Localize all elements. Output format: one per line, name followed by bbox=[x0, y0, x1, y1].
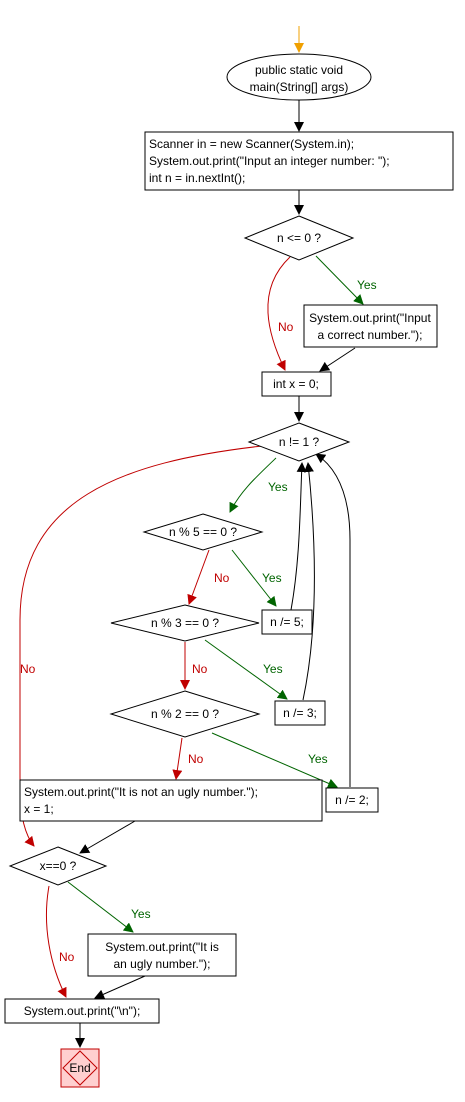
set-x-process: int x = 0; bbox=[261, 371, 332, 397]
init-process: Scanner in = new Scanner(System.in); Sys… bbox=[144, 131, 454, 191]
edge-checkx-no bbox=[45, 885, 67, 998]
not-ugly-line-1: System.out.print("It is not an ugly numb… bbox=[24, 785, 258, 799]
label-no-mod2: No bbox=[188, 752, 204, 766]
edge-checkn-yes bbox=[315, 255, 364, 305]
label-yes-checkx: Yes bbox=[131, 907, 151, 921]
check-x-decision: x==0 ? bbox=[8, 846, 108, 886]
label-yes-mod5: Yes bbox=[262, 571, 282, 585]
label-yes-mod3: Yes bbox=[263, 662, 283, 676]
edge-checkx-yes bbox=[67, 881, 134, 933]
edge-mod5-yes bbox=[231, 549, 277, 607]
print-ugly-line-1: System.out.print("It is bbox=[105, 940, 219, 954]
label-no-loop: No bbox=[20, 662, 36, 676]
edge-mod3-yes bbox=[204, 639, 288, 700]
not-ugly-line-2: x = 1; bbox=[24, 802, 54, 816]
mod2-text: n % 2 == 0 ? bbox=[151, 707, 219, 721]
edge-mod5-no bbox=[187, 549, 210, 605]
label-yes-loop: Yes bbox=[268, 480, 288, 494]
label-yes-checkn: Yes bbox=[357, 278, 377, 292]
edge-mod2-no bbox=[172, 737, 183, 780]
newline-text: System.out.print("\n"); bbox=[24, 1004, 141, 1018]
loop-decision: n != 1 ? bbox=[247, 422, 351, 462]
print-correct-line-1: System.out.print("Input bbox=[309, 311, 431, 325]
init-line-3: int n = in.nextInt(); bbox=[149, 171, 245, 185]
set-x-text: int x = 0; bbox=[273, 377, 319, 391]
edge-div5-loop bbox=[290, 462, 307, 611]
init-line-2: System.out.print("Input an integer numbe… bbox=[149, 154, 390, 168]
start-node: public static void main(String[] args) bbox=[226, 53, 372, 101]
label-yes-mod2: Yes bbox=[308, 752, 328, 766]
edge-mod2-yes bbox=[211, 732, 338, 789]
print-correct-process: System.out.print("Input a correct number… bbox=[303, 304, 438, 348]
edge-div2-loop bbox=[315, 453, 351, 787]
end-node: End bbox=[60, 1048, 100, 1088]
div3-text: n /= 3; bbox=[283, 706, 317, 720]
label-no-mod3: No bbox=[192, 662, 208, 676]
newline-process: System.out.print("\n"); bbox=[4, 998, 160, 1024]
mod3-text: n % 3 == 0 ? bbox=[151, 616, 219, 630]
init-line-1: Scanner in = new Scanner(System.in); bbox=[149, 137, 354, 151]
check-n-decision: n <= 0 ? bbox=[243, 215, 355, 261]
end-text: End bbox=[69, 1061, 90, 1075]
not-ugly-process: System.out.print("It is not an ugly numb… bbox=[19, 779, 323, 822]
edge-loop-yes bbox=[229, 457, 277, 513]
div2-text: n /= 2; bbox=[335, 793, 369, 807]
edge-ugly-newline bbox=[94, 975, 146, 999]
edge-correct-setx bbox=[319, 347, 356, 372]
div5-process: n /= 5; bbox=[261, 609, 313, 635]
print-correct-line-2: a correct number."); bbox=[318, 328, 423, 342]
edge-labels: Yes No Yes No Yes No Yes No Yes No Yes N… bbox=[20, 278, 377, 964]
mod2-decision: n % 2 == 0 ? bbox=[109, 690, 261, 738]
div2-process: n /= 2; bbox=[325, 787, 379, 813]
mod5-decision: n % 5 == 0 ? bbox=[142, 513, 264, 551]
print-ugly-line-2: an ugly number."); bbox=[114, 957, 211, 971]
check-n-text: n <= 0 ? bbox=[277, 231, 321, 245]
mod3-decision: n % 3 == 0 ? bbox=[110, 604, 260, 642]
edge-div3-loop bbox=[302, 462, 315, 701]
start-line-1: public static void bbox=[255, 63, 343, 77]
edge-notugly-checkx bbox=[79, 820, 136, 854]
check-x-text: x==0 ? bbox=[40, 859, 77, 873]
edges bbox=[19, 26, 364, 1048]
label-no-mod5: No bbox=[214, 571, 230, 585]
div5-text: n /= 5; bbox=[270, 615, 304, 629]
print-ugly-process: System.out.print("It is an ugly number."… bbox=[87, 933, 237, 977]
label-no-checkn: No bbox=[278, 320, 294, 334]
edge-checkn-no bbox=[267, 256, 291, 371]
div3-process: n /= 3; bbox=[274, 700, 326, 726]
label-no-checkx: No bbox=[59, 950, 75, 964]
mod5-text: n % 5 == 0 ? bbox=[169, 525, 237, 539]
loop-text: n != 1 ? bbox=[279, 435, 320, 449]
start-line-2: main(String[] args) bbox=[250, 80, 349, 94]
